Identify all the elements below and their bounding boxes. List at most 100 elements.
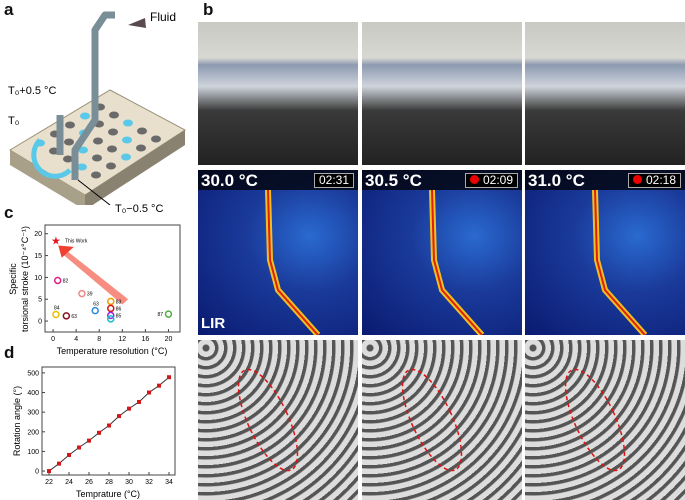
y-axis-label: Rotation angle (°) [12,386,22,456]
y-axis-label-line2: torsional stroke (10⁻⁴°C⁻¹) [20,226,30,332]
x-tick-label: 4 [74,336,78,343]
ir-logo: LIR [201,315,226,332]
x-tick-label: 28 [105,479,113,486]
y-tick-label: 400 [27,390,39,397]
x-tick-label: 12 [118,336,126,343]
x-axis-label: Temperature resolution (°C) [57,346,168,356]
plot-frame [41,366,176,476]
y-tick-label: 0 [35,469,39,476]
y-tick-label: 200 [27,429,39,436]
hole [137,127,147,135]
hot-fiber-trace [429,189,485,335]
fluid-label: Fluid [150,10,177,24]
x-tick-label: 22 [45,479,53,486]
hole [91,171,101,179]
plot-frame [44,224,181,333]
data-point [127,406,131,411]
t-plus-label: T₀+0.5 °C [8,85,57,97]
panel-label-d: d [4,343,15,362]
data-point [52,310,60,319]
ir-temperature: 31.0 °C [528,171,585,190]
y-axis-label-line1: Specific [8,263,18,295]
data-point [97,430,101,435]
record-icon [469,175,479,184]
data-point [107,304,115,313]
ir-image-1: 30.0 °C 02:31 LIR [198,170,358,335]
x-tick-label: 32 [145,479,153,486]
data-point [107,423,111,428]
trend-arrow [61,249,129,305]
data-point [62,312,71,320]
ir-timer: 02:31 [313,173,354,188]
ir-timer: 02:09 [464,173,518,188]
data-point [47,469,51,474]
data-point [107,297,115,306]
hot-fiber-trace [265,189,321,335]
data-point [91,306,99,315]
photo-fiber-3 [525,22,685,165]
highlight-ellipse [401,368,463,472]
hole [63,155,73,163]
y-tick-label: 15 [34,253,42,260]
highlight-ellipse [564,368,626,472]
data-point [53,276,62,285]
panel-label-a: a [4,0,14,19]
panel-label-c: c [4,203,14,222]
ir-image-3: 31.0 °C 02:18 [525,170,685,335]
hole [80,112,90,120]
hole [64,138,74,146]
data-point [67,452,71,457]
x-tick-label: 20 [165,336,173,343]
data-point [107,315,115,323]
point-label: 86 [116,306,122,312]
data-point [78,289,86,298]
panel-label-b: b [203,0,214,19]
t-minus-label: T₀−0.5 °C [115,203,164,215]
x-tick-label: 26 [85,479,93,486]
point-label: This Work [65,238,88,244]
data-point [164,310,173,318]
hot-fiber-trace [592,189,648,335]
ir-temperature: 30.5 °C [365,171,422,190]
y-tick-label: 10 [34,275,42,282]
x-tick-label: 8 [97,336,101,343]
photo-array-2 [362,340,522,500]
x-tick-label: 30 [125,479,133,486]
point-label: 84 [54,306,60,312]
data-point [157,383,161,388]
hole [78,146,88,154]
data-point [77,445,81,450]
point-label: 85 [116,313,122,319]
device-illustration [9,11,186,205]
ir-temperature: 30.0 °C [201,171,258,190]
y-tick-label: 5 [38,297,42,304]
x-tick-label: 0 [51,336,55,343]
ir-timer: 02:18 [627,173,681,188]
point-label: 63 [93,302,99,308]
point-label: 87 [157,312,163,318]
point-label: 83 [116,299,122,305]
data-point [57,461,61,466]
x-tick-label: 16 [141,336,149,343]
highlight-ellipse [237,368,299,472]
t0-label: T₀ [8,115,20,127]
data-point [147,390,151,395]
point-label: 39 [87,292,93,298]
point-label: 63 [71,314,77,320]
y-tick-label: 100 [27,449,39,456]
hole [92,154,102,162]
data-point [87,438,91,443]
ir-image-2: 30.5 °C 02:09 [362,170,522,335]
hole [107,145,117,153]
x-tick-label: 24 [65,479,73,486]
hole [123,119,133,127]
hole [151,135,161,143]
hole [121,153,131,161]
hole [65,121,75,129]
point-label: 82 [63,278,69,284]
photo-fiber-2 [362,22,522,165]
hole [106,162,116,170]
